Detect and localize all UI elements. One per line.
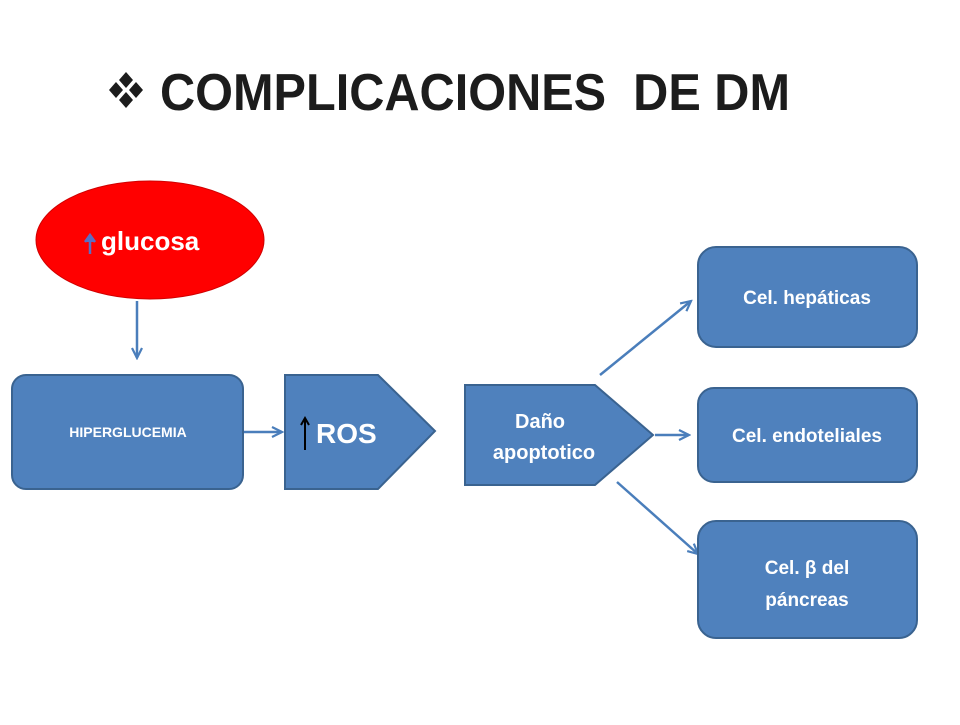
dano-label-line1: Daño xyxy=(515,411,565,433)
up-arrow-icon xyxy=(300,415,310,450)
diamond-bullet-icon xyxy=(109,72,143,108)
endoteliales-box xyxy=(697,387,918,483)
hepaticas-label: Cel. hepáticas xyxy=(743,288,871,309)
page-title: COMPLICACIONES DE DM xyxy=(160,64,790,122)
ros-label: ROS xyxy=(316,418,377,449)
glucosa-label: glucosa xyxy=(101,226,200,256)
glucosa-ellipse xyxy=(35,180,265,300)
dano-pentagon xyxy=(464,384,655,486)
node-dano-apoptotico: Daño apoptotico xyxy=(464,384,655,486)
dano-label-line2: apoptotico xyxy=(493,442,595,464)
node-ros: ROS xyxy=(284,374,437,490)
node-cel-endoteliales: Cel. endoteliales xyxy=(697,387,918,483)
connector-dano-pancreas xyxy=(616,481,698,554)
slide-title: COMPLICACIONES DE DM xyxy=(109,64,790,122)
connector-dano-hepaticas xyxy=(599,301,691,376)
hepaticas-box xyxy=(697,246,918,348)
ros-pentagon xyxy=(284,374,437,490)
pancreas-label-line1: Cel. β del xyxy=(765,558,849,579)
up-arrow-icon xyxy=(83,232,97,254)
pancreas-box xyxy=(697,520,918,639)
node-cel-hepaticas: Cel. hepáticas xyxy=(697,246,918,348)
node-glucosa: glucosa xyxy=(35,180,265,300)
node-hiperglucemia: HIPERGLUCEMIA xyxy=(11,374,244,490)
hiperglucemia-label: HIPERGLUCEMIA xyxy=(69,424,186,440)
pancreas-label-line2: páncreas xyxy=(765,590,848,611)
endoteliales-label: Cel. endoteliales xyxy=(732,426,882,447)
node-cel-beta-pancreas: Cel. β del páncreas xyxy=(697,520,918,639)
hiperglucemia-box xyxy=(11,374,244,490)
